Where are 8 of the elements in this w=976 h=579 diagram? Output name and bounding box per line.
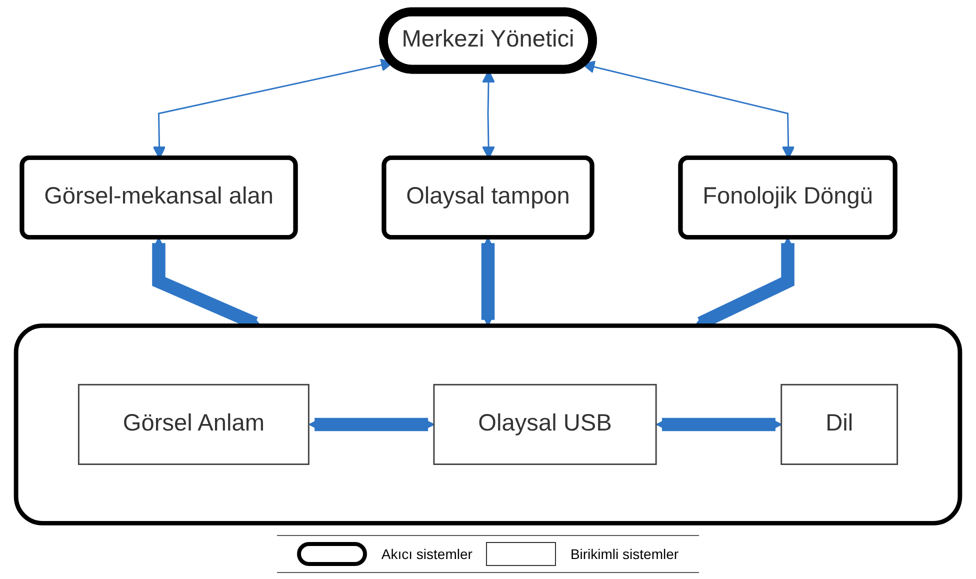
arrow	[308, 418, 435, 432]
legend-text: Akıcı sistemler	[381, 546, 472, 562]
legend-text: Birikimli sistemler	[570, 546, 679, 562]
arrow	[656, 418, 782, 432]
node-box: Olaysal USB	[433, 384, 657, 465]
node-box: Görsel Anlam	[78, 384, 310, 465]
cluster	[14, 324, 962, 526]
node-box: Dil	[780, 384, 898, 465]
